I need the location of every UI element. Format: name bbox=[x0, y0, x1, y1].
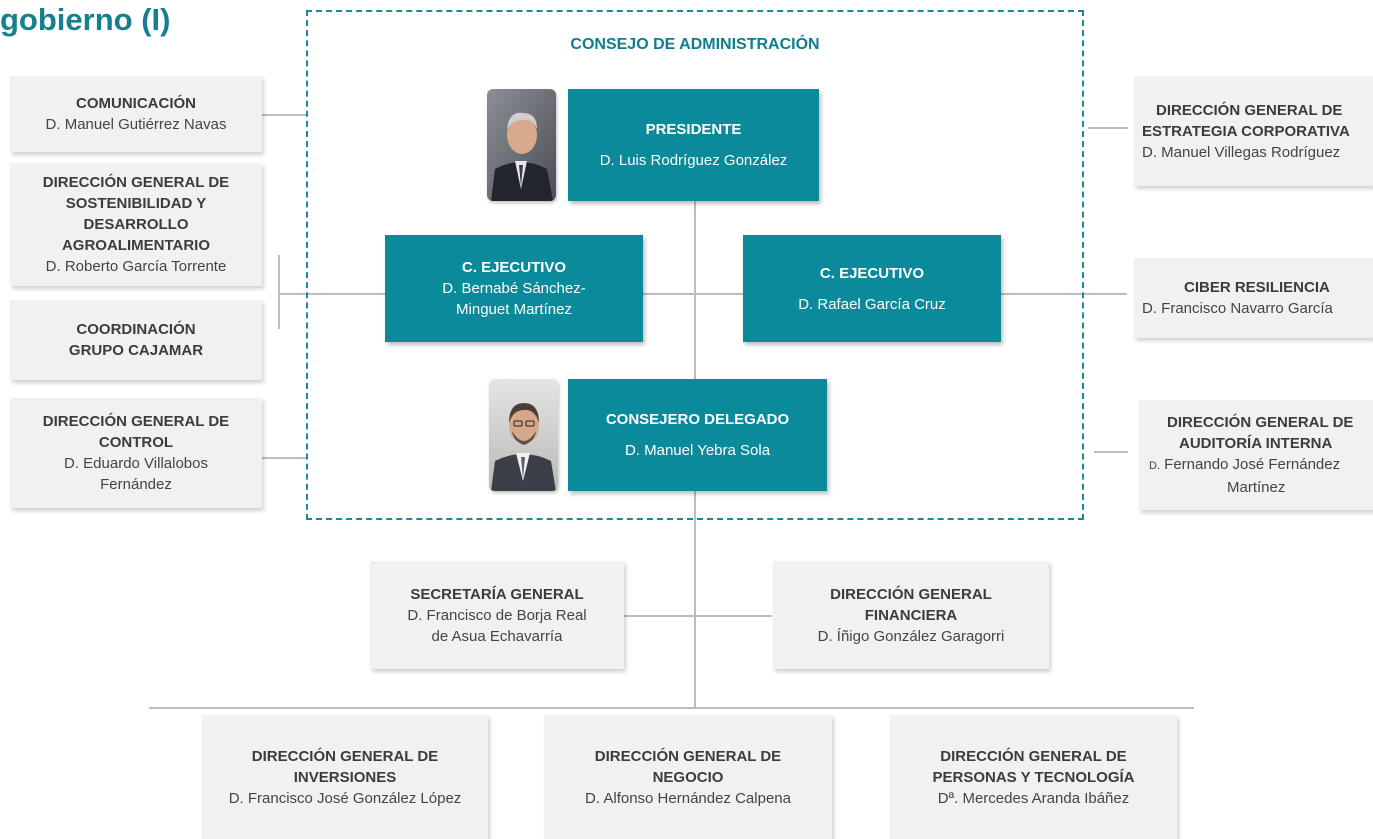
unit-title: AGROALIMENTARIO bbox=[61, 237, 211, 254]
ejecutivo-1-name-line2: Minguet Martínez bbox=[456, 301, 572, 318]
connector-auditoria bbox=[1094, 451, 1128, 453]
connector-ejecutivos bbox=[279, 293, 1127, 295]
unit-title: COORDINACIÓN bbox=[76, 321, 196, 338]
unit-title: DESARROLLO bbox=[83, 216, 189, 233]
unit-title: ESTRATEGIA CORPORATIVA bbox=[1142, 122, 1350, 140]
page-title: gobierno (I) bbox=[0, 2, 171, 37]
unit-title: DIRECCIÓN GENERAL DE bbox=[940, 747, 1127, 765]
consejero-delegado-box: CONSEJERO DELEGADO D. Manuel Yebra Sola bbox=[568, 379, 827, 491]
unit-title: DIRECCIÓN GENERAL DE bbox=[251, 747, 439, 765]
unit-name: D. Francisco Navarro García bbox=[1142, 300, 1333, 317]
ejecutivo-1-role: C. EJECUTIVO bbox=[461, 259, 567, 276]
unit-name: D. Manuel Gutiérrez Navas bbox=[45, 116, 227, 133]
ejecutivo-2-box: C. EJECUTIVO D. Rafael García Cruz bbox=[743, 235, 1001, 342]
unit-title: CONTROL bbox=[98, 434, 174, 451]
unit-auditoria: DIRECCIÓN GENERAL DE AUDITORÍA INTERNA D… bbox=[1139, 400, 1373, 510]
ejecutivo-1-box: C. EJECUTIVO D. Bernabé Sánchez- Minguet… bbox=[385, 235, 643, 342]
name-text: Fernando José Fernández bbox=[1160, 456, 1341, 473]
unit-name: D. Francisco de Borja Real bbox=[407, 606, 587, 624]
connector-left-bracket bbox=[278, 255, 280, 329]
unit-name: Martínez bbox=[1227, 479, 1286, 496]
unit-name: D. Francisco José González López bbox=[228, 789, 462, 807]
connector-financiera bbox=[696, 615, 772, 617]
unit-title: SOSTENIBILIDAD Y bbox=[65, 195, 207, 212]
unit-title: SECRETARÍA GENERAL bbox=[410, 585, 584, 603]
unit-comunicacion: COMUNICACIÓN D. Manuel Gutiérrez Navas bbox=[10, 76, 262, 152]
unit-title: FINANCIERA bbox=[864, 606, 958, 624]
connector-control bbox=[262, 457, 306, 459]
unit-name: D. Manuel Villegas Rodríguez bbox=[1142, 143, 1341, 161]
unit-negocio: DIRECCIÓN GENERAL DE NEGOCIO D. Alfonso … bbox=[544, 715, 832, 839]
ejecutivo-1-name-line1: D. Bernabé Sánchez- bbox=[442, 280, 586, 297]
unit-name: D. Alfonso Hernández Calpena bbox=[585, 789, 791, 807]
consejero-delegado-name: D. Manuel Yebra Sola bbox=[624, 442, 771, 459]
consejo-title: CONSEJO DE ADMINISTRACIÓN bbox=[570, 36, 820, 53]
connector-comunicacion bbox=[262, 114, 306, 116]
unit-secretaria-general: SECRETARÍA GENERAL D. Francisco de Borja… bbox=[370, 561, 624, 669]
unit-title: INVERSIONES bbox=[293, 768, 397, 786]
unit-name: de Asua Echavarría bbox=[431, 627, 563, 645]
unit-estrategia: DIRECCIÓN GENERAL DE ESTRATEGIA CORPORAT… bbox=[1134, 76, 1373, 186]
unit-name: Dª. Mercedes Aranda Ibáñez bbox=[937, 789, 1130, 807]
unit-ciber-resiliencia: CIBER RESILIENCIA D. Francisco Navarro G… bbox=[1134, 258, 1373, 338]
presidente-role: PRESIDENTE bbox=[645, 121, 742, 138]
consejero-delegado-role: CONSEJERO DELEGADO bbox=[605, 411, 790, 428]
unit-title: GRUPO CAJAMAR bbox=[68, 342, 204, 359]
presidente-box: PRESIDENTE D. Luis Rodríguez González bbox=[568, 89, 819, 201]
unit-inversiones: DIRECCIÓN GENERAL DE INVERSIONES D. Fran… bbox=[202, 715, 488, 839]
unit-name: D. Íñigo González Garagorri bbox=[817, 627, 1005, 645]
unit-title: DIRECCIÓN GENERAL bbox=[830, 585, 992, 603]
unit-title: DIRECCIÓN GENERAL DE bbox=[42, 413, 230, 430]
name-prefix: D. bbox=[1149, 460, 1160, 472]
unit-financiera: DIRECCIÓN GENERAL FINANCIERA D. Íñigo Go… bbox=[773, 561, 1049, 669]
presidente-photo bbox=[487, 89, 556, 201]
unit-title: COMUNICACIÓN bbox=[76, 95, 196, 112]
unit-name: D. Roberto García Torrente bbox=[45, 258, 227, 275]
unit-title: AUDITORÍA INTERNA bbox=[1179, 435, 1333, 452]
unit-name: Fernández bbox=[100, 476, 172, 493]
connector-bottom-horizontal bbox=[149, 707, 1194, 709]
unit-sostenibilidad: DIRECCIÓN GENERAL DE SOSTENIBILIDAD Y DE… bbox=[10, 163, 262, 286]
unit-name: D. Fernando José Fernández bbox=[1149, 454, 1340, 477]
unit-title: DIRECCIÓN GENERAL DE bbox=[1167, 414, 1354, 431]
unit-title: DIRECCIÓN GENERAL DE bbox=[594, 747, 782, 765]
connector-estrategia bbox=[1088, 127, 1128, 129]
ejecutivo-2-name: D. Rafael García Cruz bbox=[798, 295, 946, 313]
connector-secretaria bbox=[624, 615, 696, 617]
presidente-name: D. Luis Rodríguez González bbox=[599, 152, 788, 169]
unit-title: DIRECCIÓN GENERAL DE bbox=[42, 174, 230, 191]
consejero-delegado-photo bbox=[489, 379, 558, 491]
unit-title: NEGOCIO bbox=[652, 768, 724, 786]
ejecutivo-2-role: C. EJECUTIVO bbox=[819, 264, 925, 282]
unit-control: DIRECCIÓN GENERAL DE CONTROL D. Eduardo … bbox=[10, 398, 262, 508]
unit-title: DIRECCIÓN GENERAL DE bbox=[1156, 101, 1343, 119]
unit-title: CIBER RESILIENCIA bbox=[1184, 279, 1330, 296]
unit-coordinacion: COORDINACIÓN GRUPO CAJAMAR bbox=[10, 300, 262, 380]
consejo-administracion-frame: CONSEJO DE ADMINISTRACIÓN bbox=[306, 10, 1084, 520]
unit-personas-tecnologia: DIRECCIÓN GENERAL DE PERSONAS Y TECNOLOG… bbox=[890, 715, 1177, 839]
unit-name: D. Eduardo Villalobos bbox=[64, 455, 208, 472]
unit-title: PERSONAS Y TECNOLOGÍA bbox=[932, 768, 1135, 786]
